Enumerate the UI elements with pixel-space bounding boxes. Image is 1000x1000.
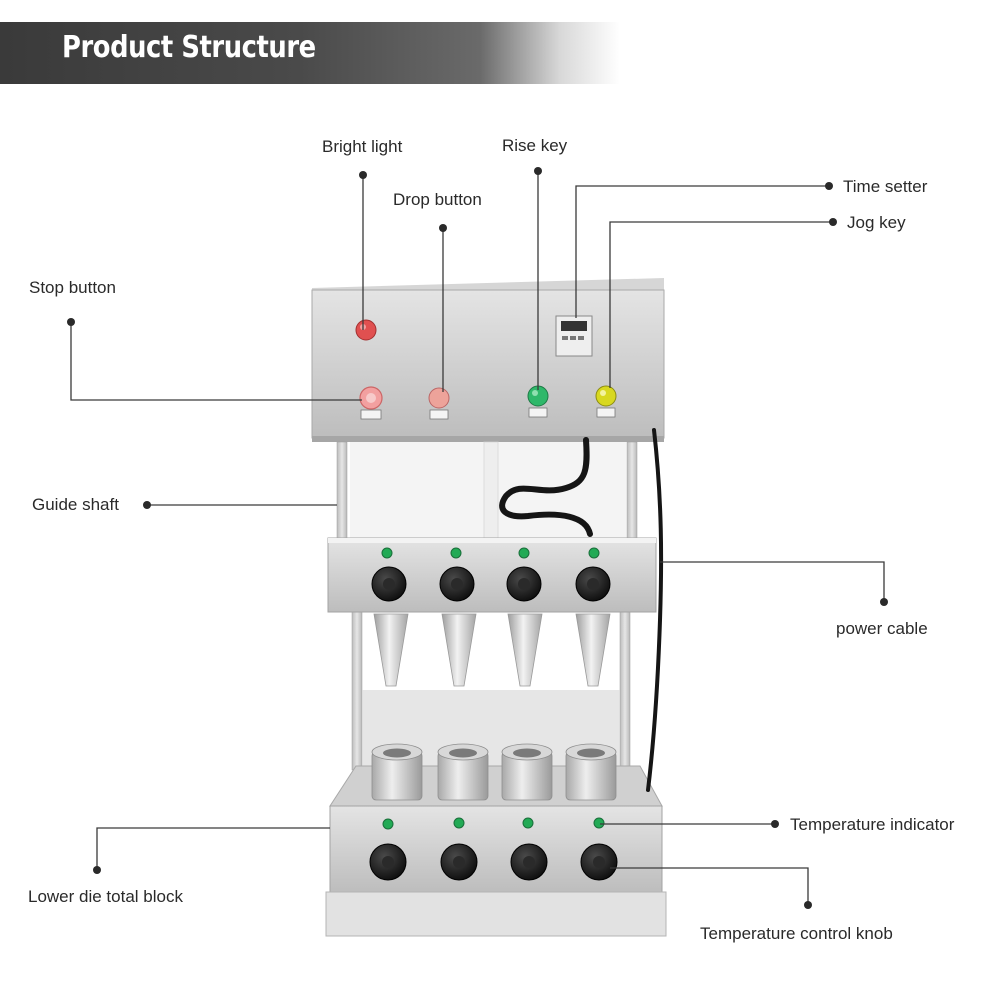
label-rise-key: Rise key — [502, 136, 568, 155]
lower-cups — [371, 743, 617, 801]
label-power-cable: power cable — [836, 619, 928, 638]
label-temperature-control-knob: Temperature control knob — [700, 924, 893, 943]
page-title: Product Structure — [62, 30, 316, 65]
rise-key[interactable] — [527, 385, 549, 418]
time-setter-display[interactable] — [555, 315, 593, 357]
internal-cable — [499, 437, 593, 537]
lower-temperature-indicators — [382, 817, 605, 830]
upper-indicators — [381, 547, 600, 559]
cone-molds — [373, 613, 611, 687]
callout-lines — [70, 171, 885, 905]
label-bright-light: Bright light — [322, 137, 403, 156]
label-stop-button: Stop button — [29, 278, 116, 297]
callout-dots — [67, 167, 888, 909]
lower-temperature-knobs[interactable] — [369, 843, 618, 881]
label-jog-key: Jog key — [847, 213, 906, 232]
power-cable — [646, 428, 664, 792]
label-time-setter: Time setter — [843, 177, 928, 196]
jog-key[interactable] — [595, 385, 617, 418]
bright-light — [355, 319, 377, 341]
label-lower-die-total-block: Lower die total block — [28, 887, 183, 906]
label-guide-shaft: Guide shaft — [32, 495, 119, 514]
upper-temperature-knobs[interactable] — [371, 566, 611, 602]
drop-button[interactable] — [428, 387, 450, 420]
label-drop-button: Drop button — [393, 190, 482, 209]
label-temperature-indicator: Temperature indicator — [790, 815, 955, 834]
stop-button[interactable] — [359, 386, 383, 420]
header-banner: Product Structure — [0, 22, 1000, 84]
